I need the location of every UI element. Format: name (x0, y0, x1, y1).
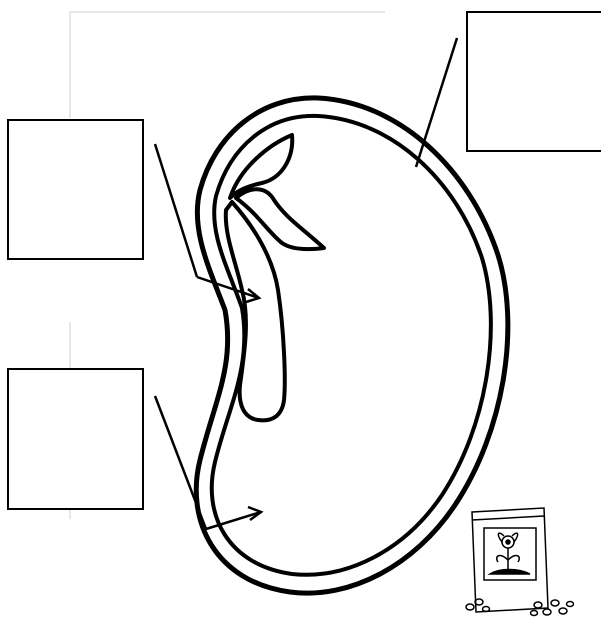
seed-coat-label-box[interactable] (466, 11, 601, 152)
seed-packet-icon (466, 508, 574, 616)
seed-coat-pointer (416, 38, 457, 167)
plumule-leaf-lower (236, 189, 324, 249)
embryo-label-box[interactable] (7, 119, 144, 260)
cotyledon-label-box[interactable] (7, 368, 144, 510)
cotyledon-pointer (155, 396, 261, 529)
